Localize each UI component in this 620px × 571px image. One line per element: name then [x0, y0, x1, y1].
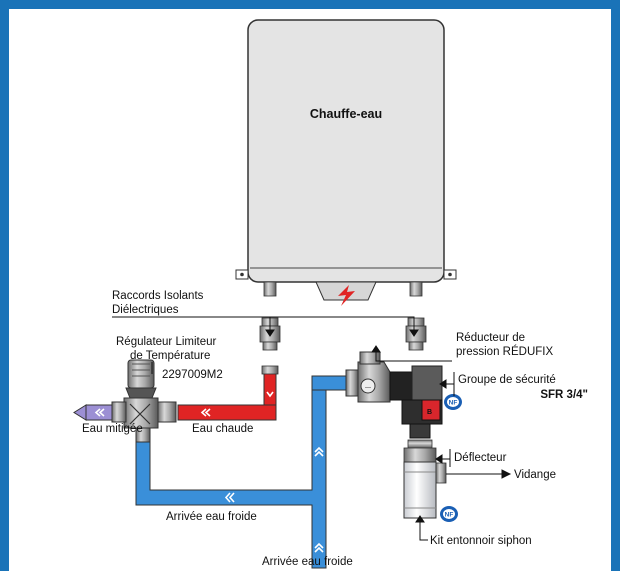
labels: Raccords Isolants Diélectriques Régulate… — [82, 290, 588, 568]
label-kit-entonnoir: Kit entonnoir siphon — [430, 535, 532, 547]
pressure-reducer: — — [345, 351, 391, 403]
installation-diagram: Chauffe-eau — [73, 19, 588, 569]
siphon-drain-kit — [403, 439, 447, 519]
label-vidange: Vidange — [514, 469, 556, 481]
label-raccords-1: Raccords Isolants — [112, 290, 204, 302]
label-regulateur-2: de Température — [130, 350, 210, 362]
label-regulateur-ref: 2297009M2 — [162, 369, 223, 381]
label-eau-chaude: Eau chaude — [192, 423, 253, 435]
label-regulateur-1: Régulateur Limiteur — [116, 336, 217, 348]
temperature-regulator — [111, 359, 177, 443]
label-raccords-2: Diélectriques — [112, 304, 179, 316]
label-eau-mitigee: Eau mitigée — [82, 423, 143, 435]
heater-outlet-right — [409, 281, 423, 297]
label-groupe-model: SFR 3/4" — [540, 389, 588, 401]
label-deflecteur: Déflecteur — [454, 452, 507, 464]
safety-group-letter: B — [427, 409, 432, 416]
flow-arrow-icon — [94, 391, 324, 553]
water-heater: Chauffe-eau — [235, 19, 457, 306]
reducer-dial: — — [365, 385, 371, 391]
label-reducteur-1: Réducteur de — [456, 332, 525, 344]
leader-lines — [112, 316, 512, 541]
heater-bracket-right — [443, 269, 457, 280]
heater-label: Chauffe-eau — [310, 107, 382, 121]
diagram-canvas: Chauffe-eau — [9, 9, 611, 571]
label-reducteur-2: pression RÉDUFIX — [456, 345, 553, 358]
nf-badge-text: NF — [445, 512, 454, 519]
dielectric-fitting-right — [405, 317, 427, 351]
lightning-bolt-icon — [338, 285, 355, 306]
safety-group: B — [389, 365, 443, 439]
label-arrivee-froide-1: Arrivée eau froide — [166, 511, 257, 523]
nf-badge-text: NF — [449, 400, 458, 407]
heater-bracket-left — [235, 269, 249, 280]
label-groupe-securite: Groupe de sécurité — [458, 374, 556, 386]
heater-body — [247, 19, 445, 283]
label-arrivee-froide-2: Arrivée eau froide — [262, 556, 353, 568]
heater-outlet-left — [263, 281, 277, 297]
nf-certification-icon: NF — [444, 394, 462, 410]
nf-certification-icon: NF — [440, 506, 458, 522]
